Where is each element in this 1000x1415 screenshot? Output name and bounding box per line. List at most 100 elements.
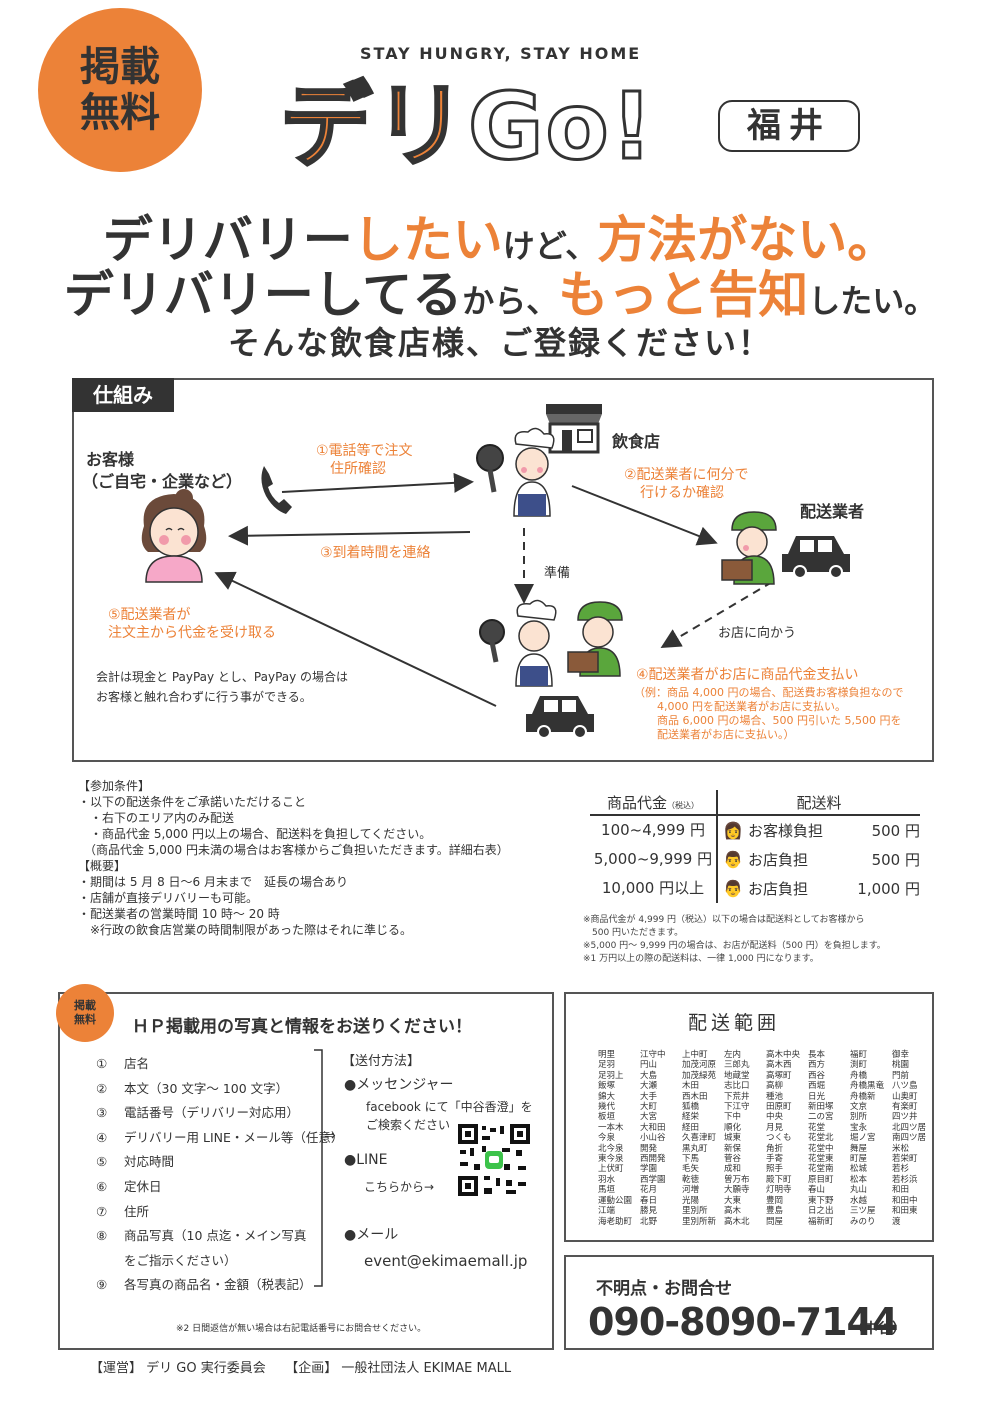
- area-name: 乾徳: [682, 1174, 700, 1185]
- area-name: 大東: [724, 1195, 742, 1206]
- delivery-range-section: [564, 992, 934, 1242]
- area-name: 渡: [892, 1216, 901, 1227]
- chef-icon: [476, 427, 555, 517]
- fee-note: ※商品代金が 4,999 円（税込）以下の場合は配送料としてお客様から: [583, 915, 865, 925]
- mail-address-link[interactable]: event@ekimaemall.jp: [364, 1252, 528, 1270]
- area-name: 海老助町: [598, 1216, 633, 1227]
- area-name: 南四ツ居: [892, 1133, 927, 1144]
- car-icon: [782, 536, 850, 579]
- area-name: 下荒井: [724, 1091, 750, 1102]
- area-name: 和田東: [892, 1206, 918, 1217]
- area-name: 菅谷: [724, 1154, 742, 1165]
- area-name: 飯塚: [598, 1081, 616, 1092]
- hl2-c: もっと告知: [558, 266, 809, 324]
- area-column: 高木中央高木西高塚町高柳種池田原町中央月見つくも角折手寄照手殿下町灯明寺豊岡豊島…: [766, 1050, 802, 1227]
- fee-col1-header: 商品代金（税込）: [590, 790, 718, 814]
- area-column: 福町渕町舟橋舟橋黒竜舟橋新文京別所宝永堀ノ宮舞屋町屋松城松本丸山水越三ツ屋みのり: [850, 1050, 886, 1227]
- send-info-section: [58, 992, 554, 1350]
- area-name: 手寄: [766, 1154, 784, 1165]
- customer-mini-icon: 👩: [723, 821, 743, 840]
- area-name: 西学園: [640, 1174, 666, 1185]
- area-name: 花月: [640, 1185, 658, 1196]
- area-name: 大宮: [640, 1112, 658, 1123]
- area-name: 豊島: [766, 1206, 784, 1217]
- step2-a: ②配送業者に何分で: [624, 467, 749, 483]
- area-name: 四ツ井: [892, 1112, 918, 1123]
- area-column: 江守中円山大島大瀬大手大町大宮大和田小山谷開発西開発学園西学園花月春日勝見北野: [640, 1050, 676, 1227]
- area-name: 大町: [640, 1102, 658, 1113]
- area-name: 北野: [640, 1216, 658, 1227]
- hl1-a: デリバリー: [102, 211, 353, 269]
- area-name: 木田: [682, 1081, 700, 1092]
- fee-price: 100~4,999 円: [590, 816, 718, 845]
- messenger-desc-2: ご検索ください: [366, 1118, 451, 1132]
- fee-row: 100~4,999 円 👩 お客様負担 500 円: [590, 816, 920, 845]
- area-name: 中央: [766, 1112, 784, 1123]
- area-name: 山奥町: [892, 1091, 918, 1102]
- step3: ③到着時間を連絡: [320, 545, 431, 561]
- area-name: 志比口: [724, 1081, 750, 1092]
- area-name: 松本: [850, 1174, 868, 1185]
- area-name: 二の宮: [808, 1112, 834, 1123]
- headline-2: デリバリーしてるから、もっと告知したい。: [0, 255, 1000, 327]
- fee-payer: お店負担: [748, 851, 809, 869]
- area-name: 今泉: [598, 1133, 616, 1144]
- store-icon: [546, 404, 602, 454]
- to-store-label: お店に向かう: [718, 626, 797, 641]
- hl1-d: 方法がない。: [597, 211, 898, 269]
- headline-1: デリバリーしたいけど、方法がない。: [0, 200, 1000, 272]
- fee-header: 商品代金（税込） 配送料: [590, 790, 920, 816]
- area-name: 西谷: [808, 1070, 826, 1081]
- area-name: 勝見: [640, 1206, 658, 1217]
- area-name: 町屋: [850, 1154, 868, 1165]
- line-label: ●LINE: [344, 1152, 388, 1168]
- range-title: 配送範囲: [688, 1012, 781, 1034]
- line-qr-code[interactable]: [458, 1124, 530, 1196]
- area-name: 上伏町: [598, 1164, 624, 1175]
- area-name: 角折: [766, 1143, 784, 1154]
- city-label: 福井: [718, 100, 860, 152]
- flow-diagram: [141, 404, 850, 739]
- area-name: 板垣: [598, 1112, 616, 1123]
- area-column: 明里足羽足羽上飯塚錦大幾代板垣一本木今泉北今泉東今泉上伏町羽水馬垣運動公園江端海…: [598, 1050, 634, 1227]
- area-name: 花堂北: [808, 1133, 834, 1144]
- area-name: 高木: [724, 1206, 742, 1217]
- area-name: 開発: [640, 1143, 658, 1154]
- area-name: 長本: [808, 1050, 826, 1060]
- send-title: ＨＰ掲載用の写真と情報をお送りください！: [132, 1017, 472, 1037]
- customer-sub: （ご自宅・企業など）: [82, 472, 243, 491]
- area-name: 松城: [850, 1164, 868, 1175]
- line-link[interactable]: こちらから→: [364, 1180, 435, 1194]
- fee-amount: 500 円: [871, 851, 920, 869]
- fee-amount: 1,000 円: [857, 880, 920, 898]
- area-name: 舟橋: [850, 1070, 868, 1081]
- cond-line: ・店舗が直接デリバリーも可能。: [78, 891, 259, 905]
- flow-section: [72, 378, 934, 762]
- customer-icon: [141, 489, 207, 583]
- fee-note: ※1 万円以上の際の配送料は、一律 1,000 円になります。: [583, 954, 819, 964]
- phone-icon: [261, 466, 292, 514]
- hl1-b: したい: [352, 211, 503, 269]
- logo-part-deri: デリ: [278, 72, 469, 182]
- cond-line: ・配送業者の営業時間 10 時～ 20 時: [78, 907, 280, 921]
- area-name: 西堀: [808, 1081, 826, 1092]
- bracket-divider: [314, 1049, 323, 1287]
- area-name: 黒丸町: [682, 1143, 708, 1154]
- area-name: 幾代: [598, 1102, 616, 1113]
- area-name: 馬垣: [598, 1185, 616, 1196]
- area-name: 江守中: [640, 1050, 666, 1060]
- restaurant-label: 飲食店: [612, 432, 661, 451]
- phone-number-link[interactable]: 090-8090-7144: [588, 1300, 898, 1344]
- area-name: 月見: [766, 1122, 784, 1133]
- area-name: 高木西: [766, 1060, 792, 1071]
- arrow-ask-delivery: [571, 485, 718, 546]
- area-name: 若杉浜: [892, 1174, 918, 1185]
- fee-payer: お客様負担: [748, 822, 824, 840]
- area-name: 西木田: [682, 1091, 708, 1102]
- area-name: 丸山: [850, 1185, 868, 1196]
- area-name: 地蔵堂: [724, 1070, 750, 1081]
